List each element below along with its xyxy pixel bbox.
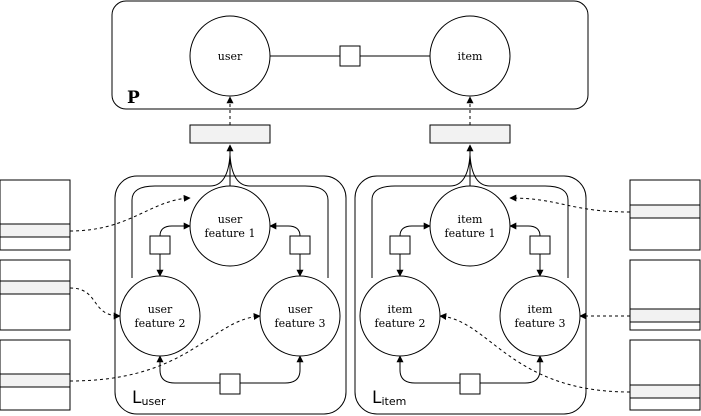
item-table-3-row [629, 384, 701, 399]
item-feature-3-line2: feature 3 [515, 317, 566, 330]
user-square-f1-f2 [149, 235, 171, 255]
user-feature-3-input-arrow [69, 313, 261, 382]
user-node-label: user [218, 50, 243, 63]
user-square-f2-f3 [219, 373, 241, 395]
item-group-label-sub: item [381, 395, 406, 408]
user-square-f1-f3 [289, 235, 311, 255]
user-feature-2-input-arrow [69, 287, 121, 320]
item-feature-1-input-arrow [509, 194, 631, 213]
item-square-f1-f2 [389, 235, 411, 255]
user-feature-3-line2: feature 3 [275, 317, 326, 330]
user-feature-1-line1: user [218, 213, 243, 226]
user-group-label: Luser [132, 388, 166, 408]
item-table-3 [629, 339, 701, 411]
user-node [189, 15, 271, 97]
user-table-1 [0, 179, 71, 251]
user-table-3-row [0, 373, 71, 388]
user-table-1-row [0, 223, 71, 238]
item-feature-3-line1: item [528, 303, 553, 316]
user-group-label-main: L [132, 388, 142, 408]
item-group-label: Litem [372, 388, 406, 408]
user-group-label-sub: user [141, 395, 165, 408]
item-embedding-bar [429, 124, 511, 144]
user-table-2 [0, 259, 71, 331]
user-feature-2-line2: feature 2 [135, 317, 186, 330]
item-feature-1-line1: item [458, 213, 483, 226]
user-embedding-bar [189, 124, 271, 144]
item-table-2-row [629, 308, 701, 323]
item-feature-2-input-arrow [439, 313, 631, 393]
user-feature-2-node [119, 275, 201, 357]
user-agg-line-left [131, 154, 231, 278]
item-agg-line-right [469, 154, 569, 278]
item-node-label: item [458, 50, 483, 63]
panel-p-label: P [127, 88, 140, 108]
item-feature-1-line2: feature 1 [445, 227, 496, 240]
user-feature-3-line1: user [288, 303, 313, 316]
item-node [429, 15, 511, 97]
user-feature-1-input-arrow [69, 194, 191, 232]
item-feature-2-line1: item [388, 303, 413, 316]
interaction-square [339, 45, 361, 67]
item-feature-2-node [359, 275, 441, 357]
item-square-f1-f3 [529, 235, 551, 255]
item-agg-line-left [371, 154, 471, 278]
item-feature-1-node [429, 185, 511, 267]
item-feature-2-line2: feature 2 [375, 317, 426, 330]
user-feature-1-line2: feature 1 [205, 227, 256, 240]
user-agg-line-right [229, 154, 329, 278]
item-square-f2-f3 [459, 373, 481, 395]
user-table-2-row [0, 280, 71, 295]
user-feature-1-node [189, 185, 271, 267]
item-group-label-main: L [372, 388, 382, 408]
item-feature-3-node [499, 275, 581, 357]
user-feature-2-line1: user [148, 303, 173, 316]
user-feature-3-node [259, 275, 341, 357]
item-table-1-row [629, 204, 701, 219]
